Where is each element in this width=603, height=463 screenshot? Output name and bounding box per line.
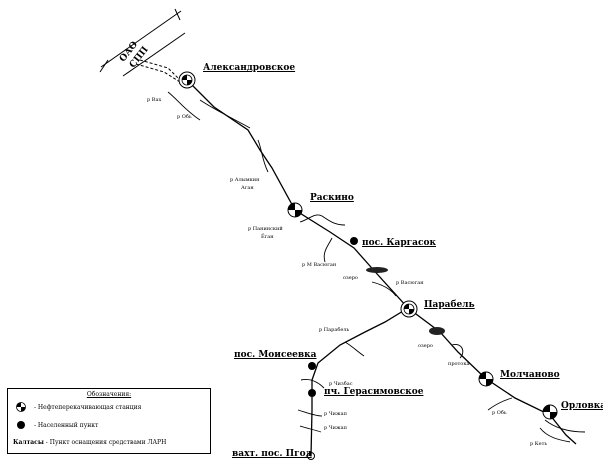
boundary-line-2	[122, 32, 186, 77]
station-label-parabel: Парабель	[424, 300, 475, 310]
settlement-icon	[17, 421, 25, 429]
river-label-chizbas: р Чизбас	[329, 381, 353, 387]
settlement-dot-kargasok	[350, 237, 358, 245]
rivers	[167, 91, 586, 443]
settlement-dot-gerasimovskoe	[308, 389, 316, 397]
legend-settlement-label: - Населенный пункт	[34, 421, 99, 429]
river-vasyugan	[371, 281, 397, 297]
river-label-egan: Ёган	[261, 234, 274, 240]
river-label-parabel: р Парабель	[319, 327, 350, 333]
river-ob-2	[487, 397, 513, 411]
pump-station-aleksandrovskoe	[178, 71, 196, 89]
boundary-tick-1	[99, 59, 109, 73]
legend-row-settlement: - Населенный пункт	[16, 420, 98, 430]
river-label-chizhap-2: р Чижап	[324, 425, 347, 431]
river-alymkin	[257, 139, 269, 173]
river-chizhap-1	[297, 409, 323, 417]
station-label-aleksandrovskoe: Александровское	[203, 63, 296, 73]
lakes	[366, 267, 445, 335]
pipeline-route	[186, 79, 577, 457]
main-pipeline	[186, 79, 577, 445]
river-label-chizhap-1: р Чижап	[324, 411, 347, 417]
legend-row-kaltasy: Калтасы - Пункт оснащения средствами ЛАР…	[13, 439, 166, 446]
pump-station-molchanovo	[478, 371, 494, 387]
settlement-label-kargasok: пос. Каргасок	[362, 238, 436, 248]
boundary-line-1	[100, 10, 182, 68]
river-m-vasyugan	[323, 237, 333, 263]
boundary-lines	[99, 8, 186, 83]
branch-pipeline	[310, 307, 409, 457]
river-parabel	[344, 341, 365, 357]
river-label-ob-2: р Обь	[492, 410, 507, 416]
pump-stations	[178, 71, 558, 420]
pump-station-icon	[16, 402, 26, 412]
boundary-dashed	[139, 59, 179, 79]
river-label-agan: Аган	[241, 185, 254, 191]
legend-pump-station-label: - Нефтеперекачивающая станция	[34, 403, 142, 411]
river-paninsky	[299, 214, 346, 226]
river-protoka	[451, 344, 464, 359]
pump-station-parabel	[400, 300, 418, 318]
river-label-protoka: протока	[448, 361, 470, 367]
settlement-dot-pgod	[307, 452, 315, 460]
river-label-paninsky: р Панинский	[248, 226, 283, 232]
legend-title: Обозначения:	[86, 391, 132, 398]
river-label-ob: р Обь	[177, 114, 192, 120]
river-ket-2	[539, 427, 571, 443]
lake-1	[366, 267, 388, 273]
settlement-label-moiseevka: пос. Моисеевка	[234, 350, 317, 360]
settlement-dot-moiseevka	[308, 362, 316, 370]
river-vakh	[167, 91, 201, 121]
river-label-m-vasyugan: р М Васюган	[302, 262, 337, 268]
legend-box: Обозначения: - Нефтеперекачивающая станц…	[7, 388, 211, 454]
river-label-vakh: р Вах	[147, 97, 162, 103]
station-label-molchanovo: Молчаново	[500, 370, 560, 380]
river-chizhap-2	[299, 425, 322, 433]
river-label-alymkin: р Алымкин	[230, 177, 260, 183]
settlement-label-pgod: вахт. пос. Пгод	[232, 449, 312, 459]
river-ket	[544, 419, 586, 433]
legend-kaltasy-text: - Пункт оснащения средствами ЛАРН	[45, 439, 167, 446]
station-label-orlovka: Орловка	[561, 401, 603, 411]
lake-label-1: озеро	[343, 275, 358, 281]
boundary-dashed-2	[135, 63, 181, 83]
river-label-ket: р Кеть	[530, 441, 548, 447]
river-chizbas	[300, 379, 325, 389]
pump-station-orlovka	[542, 404, 558, 420]
settlement-label-gerasimovskoe: пч. Герасимовское	[324, 387, 424, 397]
river-ob	[199, 99, 251, 129]
legend-row-pump-station: - Нефтеперекачивающая станция	[16, 402, 141, 412]
station-label-raskino: Раскино	[310, 193, 354, 203]
boundary-tick-2	[174, 8, 181, 21]
river-label-vasyugan: р Васюган	[396, 280, 424, 286]
settlement-dots	[307, 237, 358, 460]
lake-label-2: озеро	[418, 343, 433, 349]
legend-kaltasy-bold: Калтасы	[13, 439, 44, 446]
pump-station-raskino	[287, 202, 303, 218]
lake-2	[429, 327, 445, 335]
